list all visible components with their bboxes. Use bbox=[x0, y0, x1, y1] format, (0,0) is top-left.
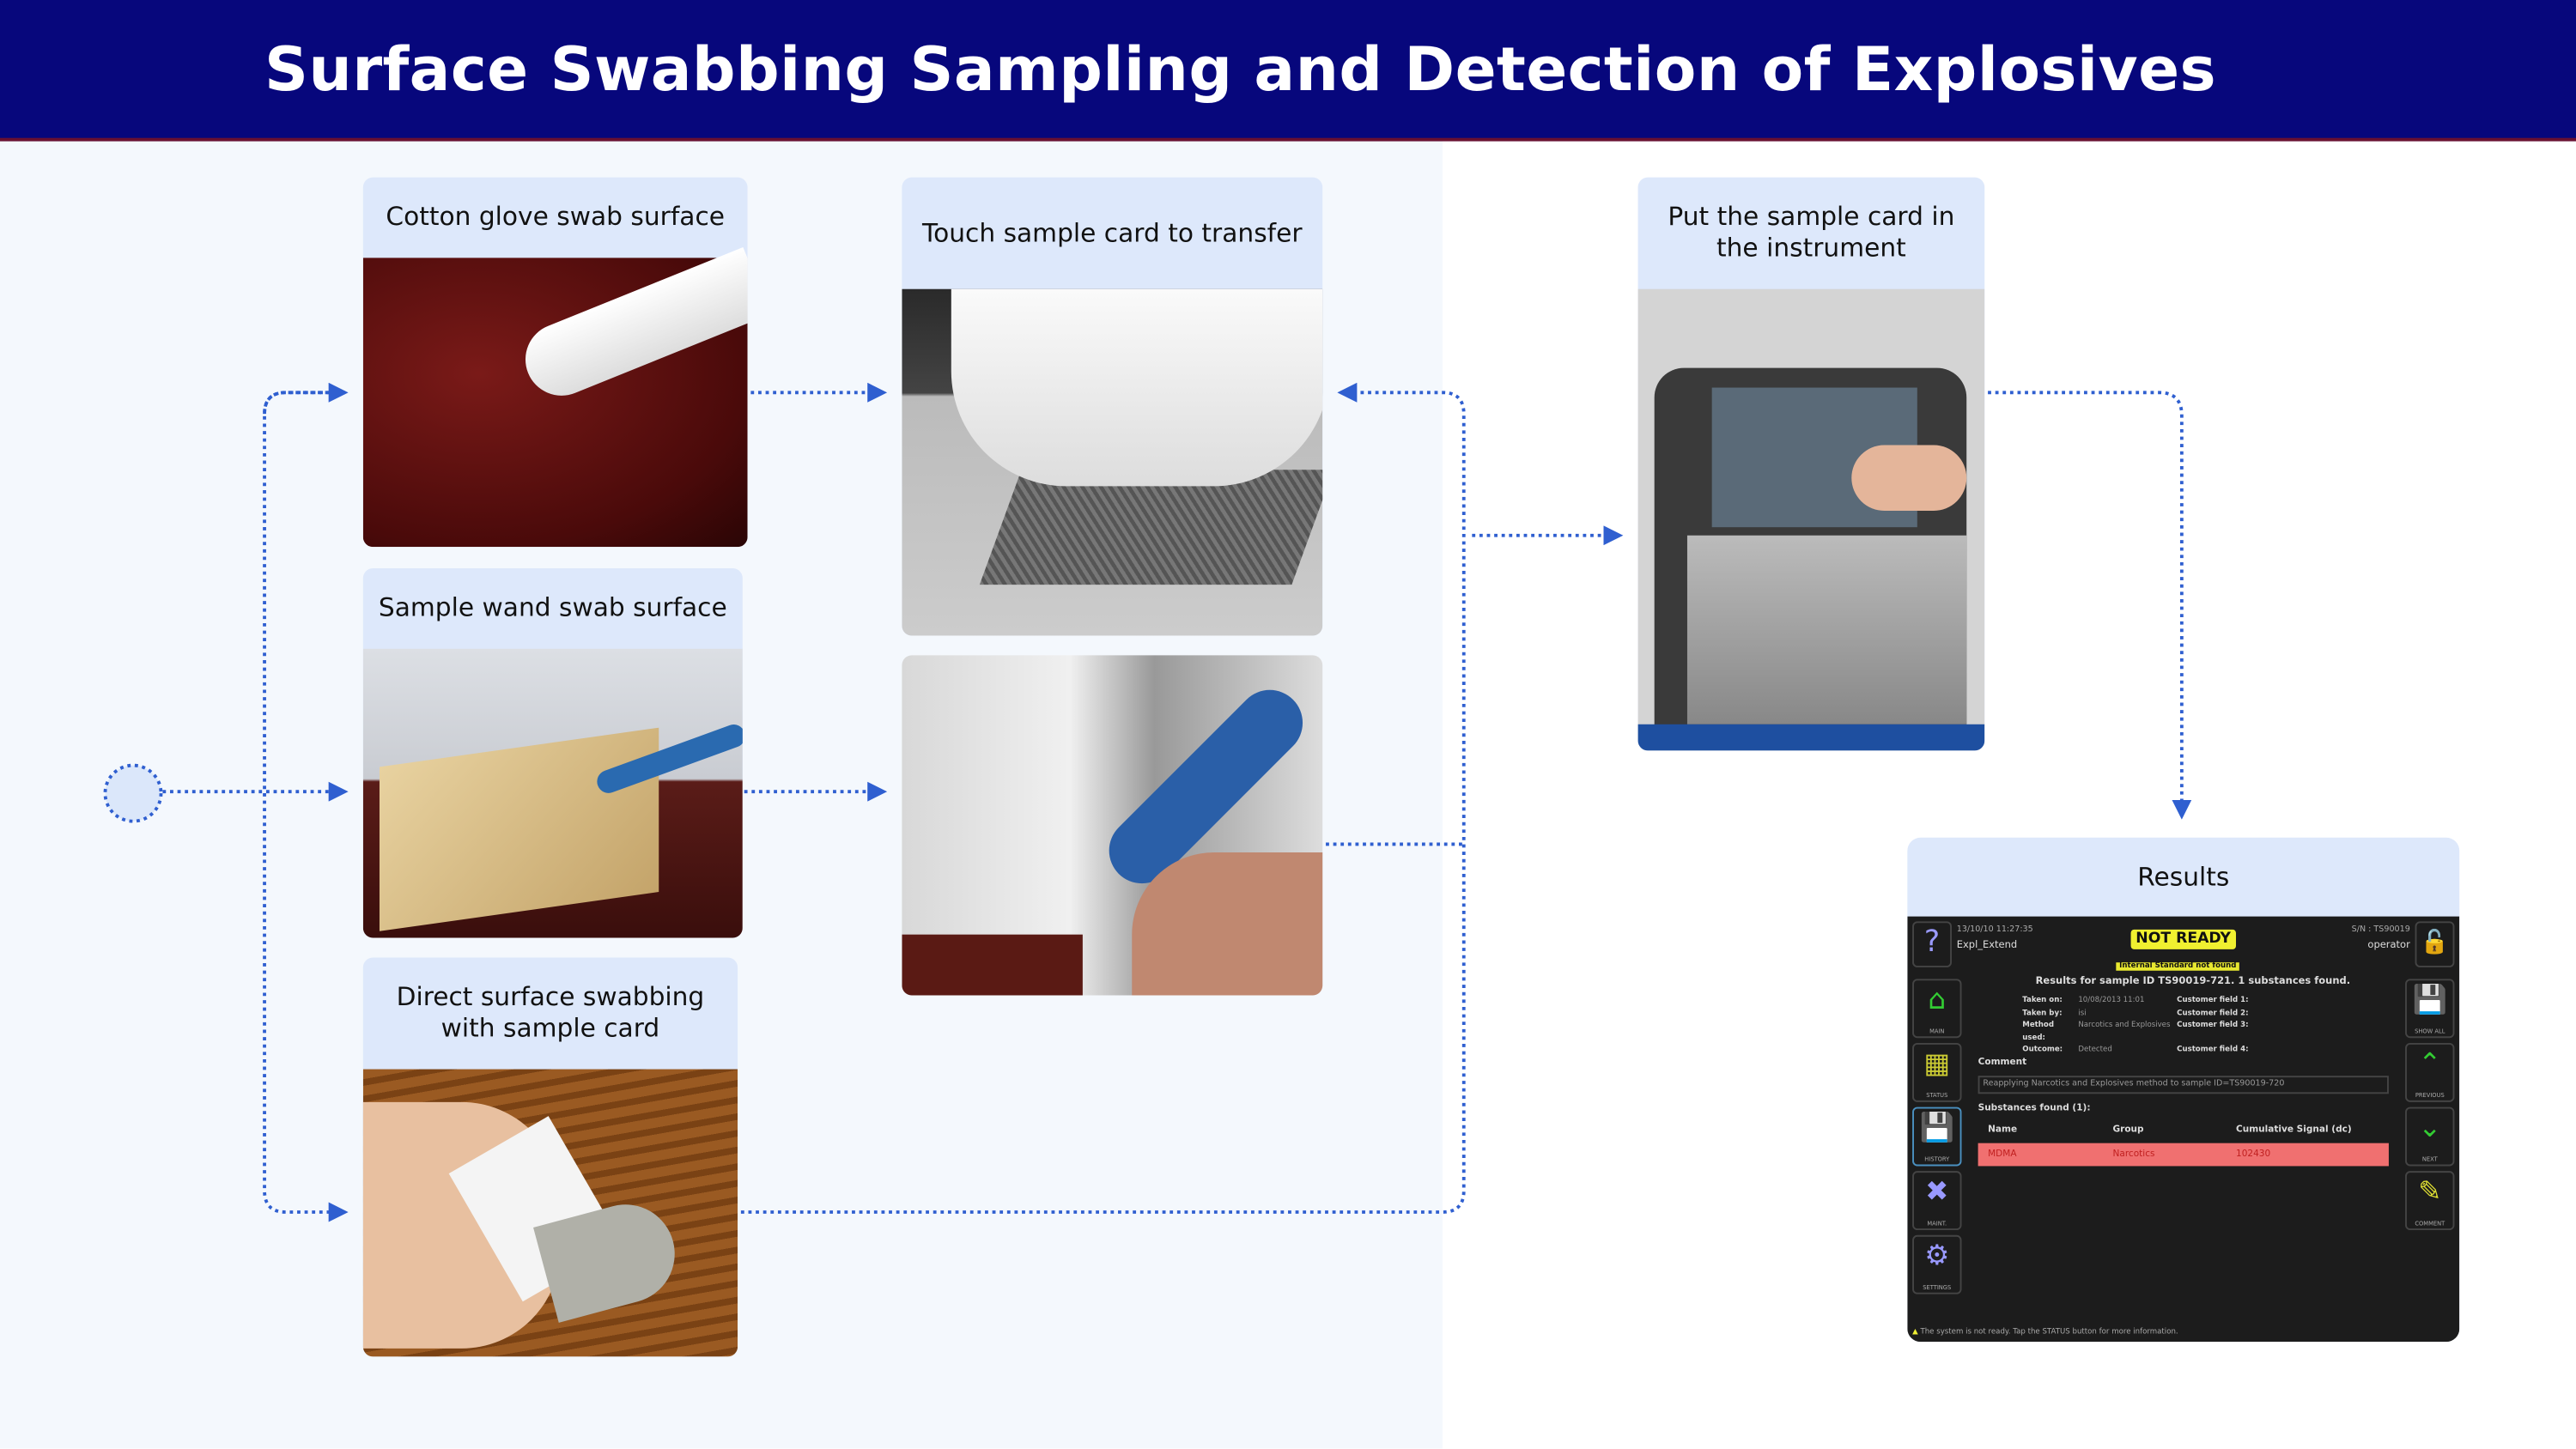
footer-message: ▲ The system is not ready. Tap the STATU… bbox=[1912, 1328, 2178, 1337]
home-icon: ⌂ bbox=[1928, 984, 1947, 1017]
sample-wand-photo bbox=[362, 648, 743, 938]
chevron-up-icon: ⌃ bbox=[2418, 1047, 2442, 1081]
title-banner: Surface Swabbing Sampling and Detection … bbox=[0, 0, 2576, 142]
method-name: Expl_Extend bbox=[1956, 939, 2018, 951]
step-label: Direct surface swabbing with sample card bbox=[396, 982, 705, 1043]
status-icon: ▦ bbox=[1923, 1047, 1951, 1081]
results-screen: ? 13/10/10 11:27:35 Expl_Extend NOT READ… bbox=[1907, 916, 2460, 1343]
step-label: Sample wand swab surface bbox=[378, 592, 727, 623]
step-put-card: Put the sample card in the instrument bbox=[1637, 177, 1985, 751]
help-icon[interactable]: ? bbox=[1923, 925, 1941, 960]
connector-to-results bbox=[1988, 391, 2192, 820]
show-all-button[interactable]: SHOW ALL bbox=[2415, 1028, 2445, 1035]
step-direct-swab: Direct surface swabbing with sample card bbox=[362, 957, 738, 1357]
comment-button[interactable]: COMMENT bbox=[2415, 1220, 2445, 1228]
results-summary: Results for sample ID TS90019-721. 1 sub… bbox=[2035, 975, 2351, 987]
results-card: Results ? 13/10/10 11:27:35 Expl_Extend … bbox=[1907, 837, 2460, 1343]
serial-number: S/N : TS90019 bbox=[2351, 925, 2410, 935]
step-touch-card: Touch sample card to transfer bbox=[902, 177, 1323, 636]
datetime: 13/10/10 11:27:35 bbox=[1956, 925, 2033, 935]
show-all-icon: 💾 bbox=[2412, 984, 2448, 1017]
comment-icon: ✎ bbox=[2418, 1175, 2442, 1210]
history-icon: 💾 bbox=[1919, 1112, 1955, 1145]
start-node bbox=[103, 763, 163, 823]
chevron-down-icon: ⌄ bbox=[2418, 1112, 2442, 1145]
status-button[interactable]: STATUS bbox=[1926, 1092, 1948, 1099]
warning-icon: ▲ bbox=[1912, 1328, 1918, 1337]
cotton-glove-photo bbox=[362, 246, 748, 548]
step-label: Cotton glove swab surface bbox=[386, 202, 726, 232]
comment-label: Comment bbox=[1978, 1058, 2027, 1068]
unlock-icon[interactable]: 🔓 bbox=[2420, 929, 2450, 956]
settings-icon: ⚙ bbox=[1924, 1240, 1950, 1273]
step-cotton-glove: Cotton glove swab surface bbox=[362, 177, 748, 548]
step-label: Results bbox=[2137, 861, 2230, 891]
settings-button[interactable]: SETTINGS bbox=[1923, 1284, 1952, 1291]
connector-direct-merge bbox=[740, 382, 1466, 1214]
direct-swab-photo bbox=[362, 1069, 738, 1357]
touch-card-photo bbox=[902, 288, 1323, 636]
next-button[interactable]: NEXT bbox=[2421, 1155, 2438, 1163]
connector-branch bbox=[263, 391, 349, 1222]
maint-button[interactable]: MAINT. bbox=[1927, 1220, 1947, 1228]
step-label: Put the sample card in the instrument bbox=[1668, 202, 1955, 264]
previous-button[interactable]: PREVIOUS bbox=[2415, 1092, 2445, 1099]
wand-transfer-photo bbox=[902, 655, 1323, 996]
comment-field[interactable]: Reapplying Narcotics and Explosives meth… bbox=[1978, 1076, 2389, 1094]
step-label: Touch sample card to transfer bbox=[922, 217, 1303, 247]
step-sample-wand: Sample wand swab surface bbox=[362, 568, 743, 938]
tools-icon: ✖ bbox=[1925, 1175, 1949, 1210]
history-button[interactable]: HISTORY bbox=[1924, 1155, 1950, 1163]
instrument-photo bbox=[1637, 288, 1985, 751]
page-title: Surface Swabbing Sampling and Detection … bbox=[264, 33, 2217, 105]
sub-status: Internal Standard not found bbox=[2116, 962, 2240, 971]
main-button[interactable]: MAIN bbox=[1929, 1028, 1945, 1035]
user: operator bbox=[2367, 939, 2410, 951]
status-badge: NOT READY bbox=[2130, 929, 2236, 949]
substances-label: Substances found (1): bbox=[1978, 1103, 2091, 1114]
